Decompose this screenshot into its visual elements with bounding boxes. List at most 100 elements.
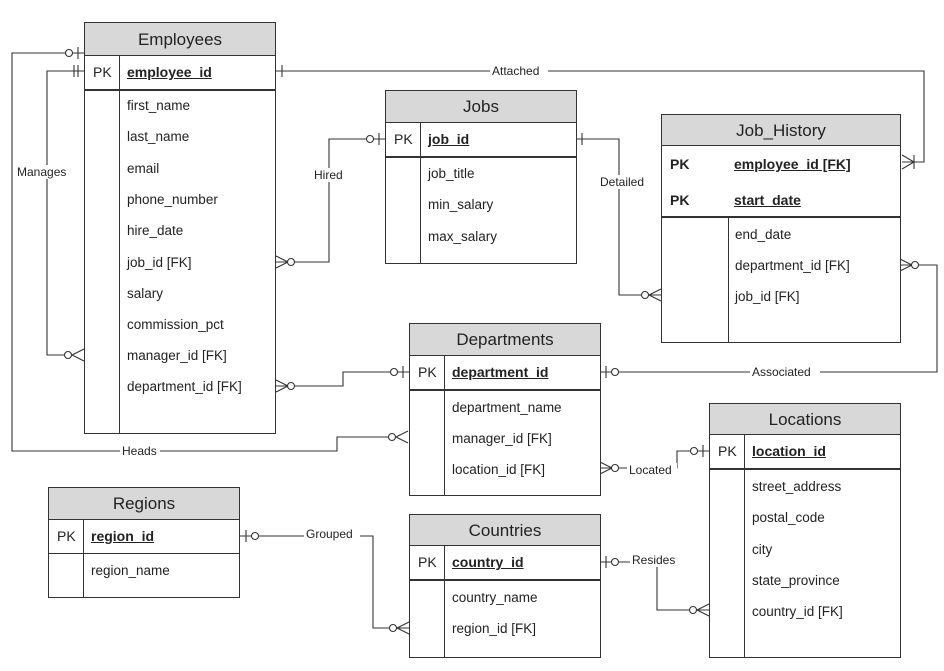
jobs-pk-name: job_id (428, 131, 470, 147)
zero-marker (640, 290, 650, 300)
rel-detailed-line (576, 138, 661, 296)
key-column-divider (444, 356, 445, 495)
attr-region-id-fk: region_id [FK] (452, 621, 537, 636)
rel-hired-line (276, 138, 385, 263)
attr-location-id-fk: location_id [FK] (452, 462, 546, 477)
attr-salary: salary (127, 286, 164, 301)
many-marker (394, 430, 409, 444)
employees-table[interactable]: Employees PK employee_id first_name last… (84, 22, 276, 434)
attr-hire-date: hire_date (127, 223, 184, 238)
attr-job-id-fk: job_id [FK] (127, 255, 192, 270)
attr-min-salary: min_salary (428, 197, 494, 212)
pk-label: PK (718, 443, 737, 459)
many-marker (70, 348, 85, 362)
regions-pk-row: PK region_id (49, 520, 239, 554)
rel-label-hired: Hired (314, 168, 343, 182)
zero-marker (688, 605, 698, 615)
attr-department-id-fk: department_id [FK] (127, 379, 242, 394)
regions-table[interactable]: Regions PK region_id region_name (48, 487, 240, 598)
attr-last-name: last_name (127, 129, 190, 144)
zero-marker (64, 48, 74, 58)
locations-pk-row: PK location_id (710, 435, 900, 470)
jobs-table[interactable]: Jobs PK job_id job_title min_salary max_… (385, 90, 577, 264)
departments-title: Departments (410, 324, 600, 356)
zero-marker (610, 557, 620, 567)
zero-marker (910, 260, 920, 270)
attr-manager-id-fk: manager_id [FK] (127, 348, 227, 363)
pk-label: PK (670, 156, 690, 172)
zero-marker (286, 257, 296, 267)
employees-title: Employees (85, 23, 275, 56)
attr-country-name: country_name (452, 590, 538, 605)
rel-label-heads: Heads (122, 444, 157, 458)
attr-job-id-fk: job_id [FK] (735, 289, 800, 304)
attr-job-title: job_title (428, 166, 475, 181)
rel-label-associated: Associated (752, 365, 811, 379)
attr-city: city (752, 542, 773, 557)
rel-label-manages: Manages (17, 165, 66, 179)
attr-postal-code: postal_code (752, 510, 825, 525)
zero-marker (689, 446, 699, 456)
countries-table[interactable]: Countries PK country_id country_name reg… (409, 514, 601, 658)
departments-pk-row: PK department_id (410, 356, 600, 391)
locations-pk-name: location_id (752, 443, 826, 459)
attr-phone-number: phone_number (127, 192, 218, 207)
zero-marker (286, 381, 296, 391)
rel-label-resides: Resides (632, 553, 675, 567)
attr-state-province: state_province (752, 573, 840, 588)
attr-department-id-fk: department_id [FK] (735, 258, 850, 273)
attr-end-date: end_date (735, 227, 792, 242)
departments-pk-name: department_id (452, 364, 549, 380)
locations-table[interactable]: Locations PK location_id street_address … (709, 403, 901, 658)
countries-pk-row: PK country_id (410, 546, 600, 581)
attr-commission-pct: commission_pct (127, 317, 224, 332)
departments-table[interactable]: Departments PK department_id department_… (409, 323, 601, 496)
attr-street-address: street_address (752, 479, 842, 494)
regions-title: Regions (49, 488, 239, 520)
attr-email: email (127, 161, 160, 176)
job-history-pk-employee-id: employee_id [FK] (734, 156, 851, 172)
regions-pk-name: region_id (91, 528, 155, 544)
key-column-divider (728, 218, 729, 342)
locations-title: Locations (710, 404, 900, 435)
pk-label: PK (418, 364, 437, 380)
pk-label: PK (93, 64, 112, 80)
key-column-divider (744, 435, 745, 657)
pk-label: PK (418, 554, 437, 570)
key-column-divider (420, 123, 421, 263)
zero-marker (250, 531, 260, 541)
pk-label: PK (670, 192, 690, 208)
attr-region-name: region_name (91, 563, 170, 578)
pk-label: PK (57, 528, 76, 544)
rel-label-attached: Attached (492, 64, 539, 78)
attr-department-name: department_name (452, 400, 562, 415)
employees-pk-name: employee_id (127, 64, 212, 80)
job-history-table[interactable]: Job_History PK employee_id [FK] PK start… (661, 114, 901, 343)
rel-heads-line (11, 52, 392, 452)
key-column-divider (83, 520, 84, 597)
rel-label-detailed: Detailed (600, 175, 644, 189)
pk-label: PK (394, 131, 413, 147)
countries-title: Countries (410, 515, 600, 546)
job-history-pk-start-date: start_date (734, 192, 801, 208)
zero-marker (63, 350, 73, 360)
rel-resides-line (600, 561, 709, 611)
key-column-divider (119, 56, 120, 433)
employees-pk-row: PK employee_id (85, 56, 275, 91)
key-column-divider (444, 546, 445, 657)
rel-grouped-line (240, 535, 409, 629)
zero-marker (610, 463, 620, 473)
rel-manages-line (46, 70, 84, 356)
attr-country-id-fk: country_id [FK] (752, 604, 843, 619)
rel-works-in-line (276, 371, 409, 387)
zero-marker (365, 134, 375, 144)
zero-marker (610, 367, 620, 377)
jobs-title: Jobs (386, 91, 576, 123)
attr-max-salary: max_salary (428, 229, 498, 244)
zero-marker (387, 432, 397, 442)
attr-first-name: first_name (127, 98, 191, 113)
jobs-pk-row: PK job_id (386, 123, 576, 158)
job-history-pk-rows: PK employee_id [FK] PK start_date (662, 146, 900, 218)
